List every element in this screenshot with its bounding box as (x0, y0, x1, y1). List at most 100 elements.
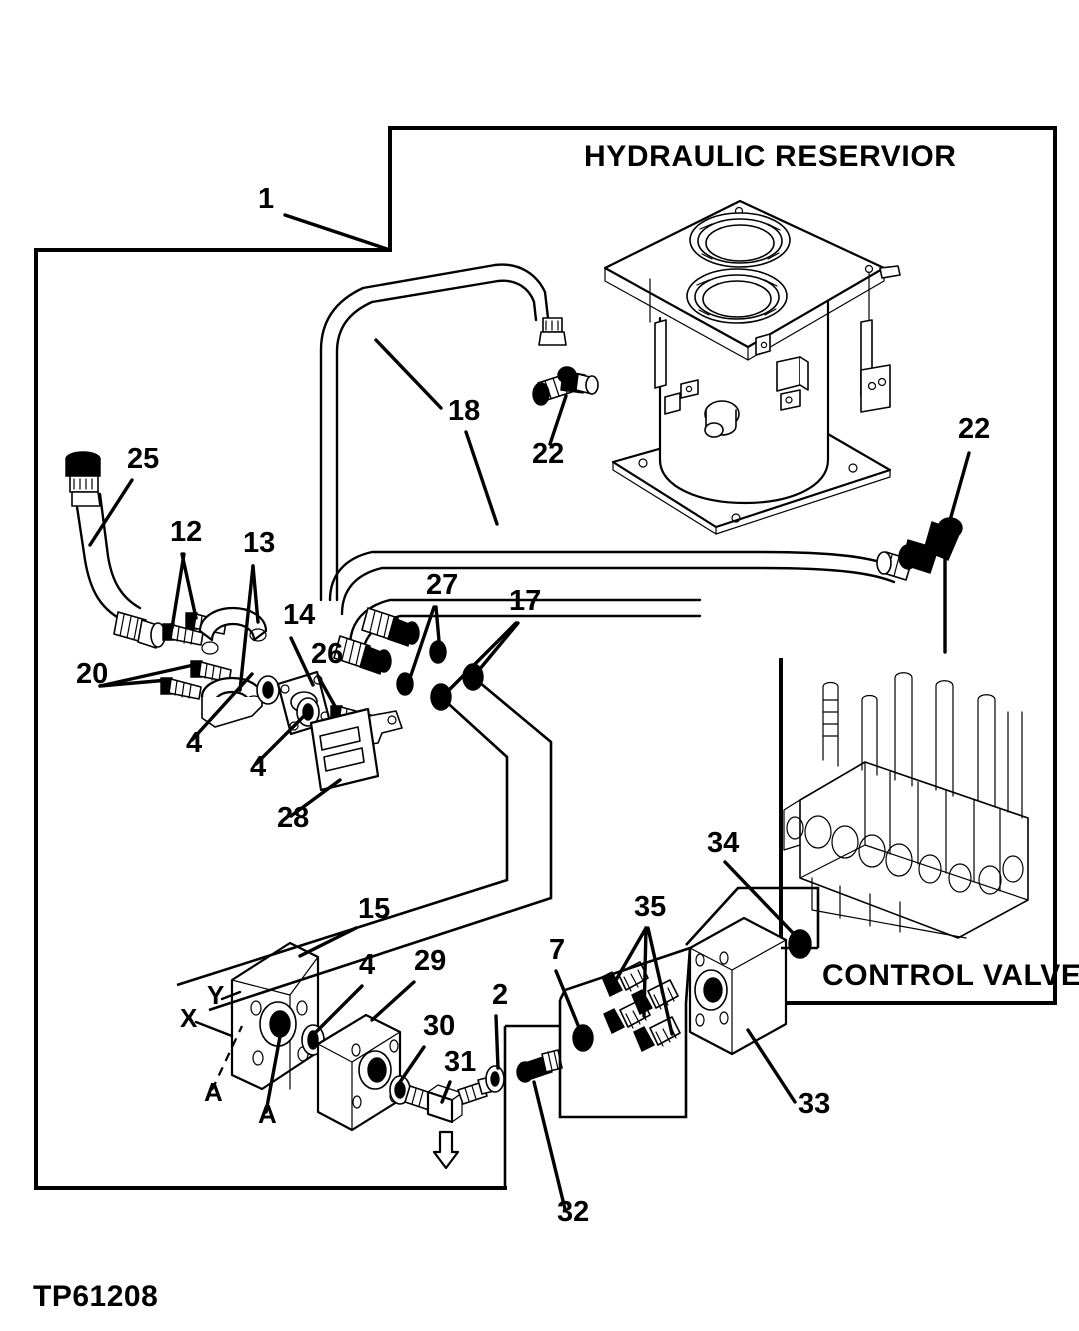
leader-22-valve-upper (943, 451, 971, 540)
leader-marker-Y (220, 990, 242, 1001)
leader-marker-A2 (264, 1024, 284, 1114)
valve-block-15 (230, 941, 320, 1091)
callout-31: 31 (444, 1046, 476, 1078)
leader-35-c (646, 926, 674, 1036)
leader-2 (494, 1014, 500, 1070)
marker-X: X (180, 1003, 198, 1033)
callout-labels: 1 18 22 22 25 12 13 14 26 27 17 20 4 4 2… (76, 183, 990, 1228)
leader-22-reservoir (548, 394, 568, 446)
bolts-35-group (601, 961, 681, 1052)
bolt-35-c (631, 979, 679, 1015)
leader-13-a (251, 564, 260, 624)
reservoir-filler-opening-lower (686, 268, 788, 324)
callout-13: 13 (243, 527, 275, 559)
reservoir-side-bracket-left (649, 278, 667, 389)
callout-4-a: 4 (186, 727, 202, 759)
leader-12-a (180, 552, 198, 620)
leader-4-c (314, 984, 364, 1034)
leader-27-a (406, 605, 436, 686)
leader-7 (554, 969, 582, 1032)
hydraulic-reservoir-tank (603, 199, 901, 535)
connector-32 (516, 1049, 563, 1083)
guard-plate-28 (309, 707, 380, 792)
callout-32: 32 (557, 1196, 589, 1228)
leader-35-a (614, 926, 648, 982)
leader-29 (370, 980, 416, 1022)
leader-13-b (238, 564, 255, 692)
callout-20: 20 (76, 658, 108, 690)
callout-28: 28 (277, 802, 309, 834)
callout-4-b: 4 (250, 751, 266, 783)
callout-33: 33 (798, 1088, 830, 1120)
reservoir-section-title: HYDRAULIC RESERVIOR (584, 140, 957, 173)
hose-fitting-27-upper (361, 607, 420, 647)
o-rings-17-group (430, 663, 484, 711)
hose-18-end-fitting (538, 317, 567, 346)
control-valve-spools (822, 672, 1023, 819)
bolt-35-d (633, 1016, 681, 1052)
leader-marker-X (194, 1020, 234, 1038)
marker-A2: A (258, 1099, 277, 1129)
leader-17-b (472, 621, 520, 678)
callout-26: 26 (311, 638, 343, 670)
leader-1 (283, 213, 392, 252)
hose-25-top-fitting (65, 451, 101, 507)
leader-12-b (170, 552, 186, 630)
callout-4-c: 4 (359, 949, 375, 981)
reservoir-top-flange (879, 265, 901, 279)
hose-18-assembly (319, 263, 567, 602)
leader-34 (723, 860, 798, 938)
o-ring-34 (788, 929, 812, 959)
callout-25: 25 (127, 443, 159, 475)
callout-1: 1 (258, 183, 274, 215)
hose-25-end-fitting (113, 611, 166, 649)
control-valve-ports (804, 815, 1024, 895)
callout-29: 29 (414, 945, 446, 977)
leader-18-upper (374, 338, 443, 410)
callout-15: 15 (358, 893, 390, 925)
valve-block-29-port (358, 1050, 392, 1090)
callout-7: 7 (549, 934, 565, 966)
leader-marker-A1 (211, 1025, 243, 1091)
leader-25 (88, 478, 134, 547)
o-ring-2 (485, 1065, 505, 1093)
o-ring-7 (572, 1024, 594, 1052)
marker-Y: Y (207, 980, 224, 1010)
elbow-fitting-31 (404, 1075, 499, 1124)
leader-20-b (98, 678, 170, 688)
flange-clamp-group (160, 606, 403, 792)
leader-4-b (254, 712, 308, 766)
valve-block-33-port (694, 969, 728, 1011)
reservoir-side-bracket-right (860, 271, 891, 413)
leader-27-b (434, 605, 442, 654)
reservoir-filler-opening-upper (689, 212, 791, 268)
outer-frame (34, 126, 1057, 1190)
callout-22-valve: 22 (958, 413, 990, 445)
bolt-35-a (601, 961, 649, 997)
leader-26 (316, 674, 338, 710)
bolt-12-lower (162, 623, 204, 646)
callout-2: 2 (492, 979, 508, 1011)
position-markers: Y X A A (180, 980, 277, 1129)
leader-35-b (642, 926, 648, 1018)
control-valve-assembly (783, 672, 1029, 939)
leader-31 (440, 1080, 452, 1104)
hose-fitting-27-lower (333, 635, 392, 675)
o-ring-4-left (256, 675, 280, 705)
split-flange-clamp-lower (200, 676, 264, 728)
assembly-group-outlines (176, 676, 820, 1188)
split-flange-clamp-upper (198, 606, 268, 655)
callout-27: 27 (426, 569, 458, 601)
leader-14 (289, 636, 315, 687)
callout-12: 12 (170, 516, 202, 548)
fitting-22-reservoir (532, 366, 599, 406)
leader-18-lower (464, 430, 499, 526)
leader-17-a (440, 621, 518, 699)
fitting-22-control-valve (876, 517, 963, 581)
leader-4-a (190, 672, 254, 742)
callout-14: 14 (283, 599, 315, 631)
o-ring-30 (389, 1075, 411, 1105)
leader-28 (289, 778, 342, 818)
